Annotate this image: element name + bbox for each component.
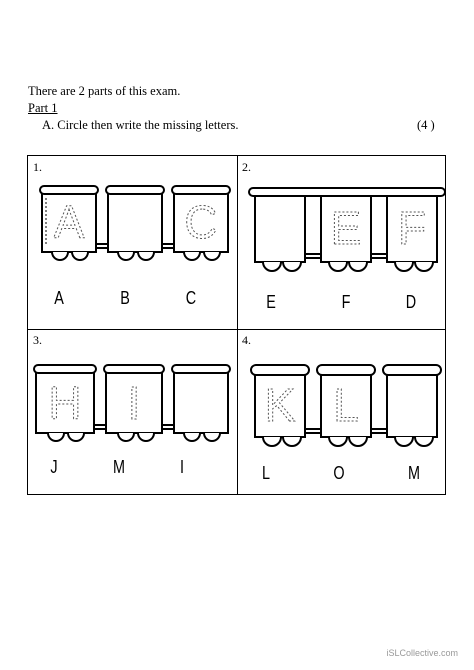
- answer-option[interactable]: D: [405, 292, 417, 312]
- train-illustration: H I: [33, 364, 231, 442]
- answer-option[interactable]: L: [261, 463, 270, 483]
- train-illustration: E F: [248, 187, 446, 272]
- answer-option[interactable]: M: [113, 457, 125, 477]
- exercise-number: 1.: [33, 160, 42, 174]
- points-label: (4 ): [417, 118, 435, 132]
- exercise-number: 3.: [33, 333, 42, 347]
- traced-letter: C: [184, 196, 217, 248]
- exercise-number: 2.: [242, 160, 251, 174]
- grid-divider-horizontal: [28, 329, 445, 330]
- traced-letter: A: [54, 196, 85, 248]
- answer-option[interactable]: I: [179, 457, 184, 477]
- part-title: Part 1: [28, 101, 58, 115]
- traced-letter: I: [128, 377, 141, 429]
- traced-letter: L: [333, 379, 359, 431]
- grid-divider-vertical: [237, 156, 238, 494]
- answer-option[interactable]: E: [266, 292, 276, 312]
- answer-option[interactable]: B: [120, 288, 130, 308]
- answer-option[interactable]: M: [408, 463, 420, 483]
- exercise-cell-3: 3. H I J M I: [28, 329, 236, 494]
- exercise-cell-4: 4. K L L O M: [237, 329, 445, 494]
- answer-option[interactable]: C: [185, 288, 197, 308]
- answer-option[interactable]: J: [50, 457, 58, 477]
- answer-option[interactable]: A: [54, 288, 64, 308]
- traced-letter: K: [265, 379, 296, 431]
- train-illustration: A C: [39, 185, 231, 261]
- traced-letter: F: [398, 202, 426, 254]
- intro-text: There are 2 parts of this exam.: [28, 84, 181, 98]
- exercise-number: 4.: [242, 333, 251, 347]
- exercise-cell-2: 2. E F E F D: [237, 156, 446, 328]
- traced-letter: E: [331, 202, 362, 254]
- exercise-grid: [27, 155, 446, 495]
- instruction-text: A. Circle then write the missing letters…: [42, 118, 239, 132]
- watermark-footer: iSLCollective.com: [386, 648, 458, 658]
- answer-option[interactable]: F: [341, 292, 351, 312]
- traced-letter: H: [48, 377, 81, 429]
- answer-option[interactable]: O: [333, 463, 345, 483]
- exercise-cell-1: 1. A C A B C: [28, 156, 236, 328]
- train-illustration: K L: [250, 364, 442, 447]
